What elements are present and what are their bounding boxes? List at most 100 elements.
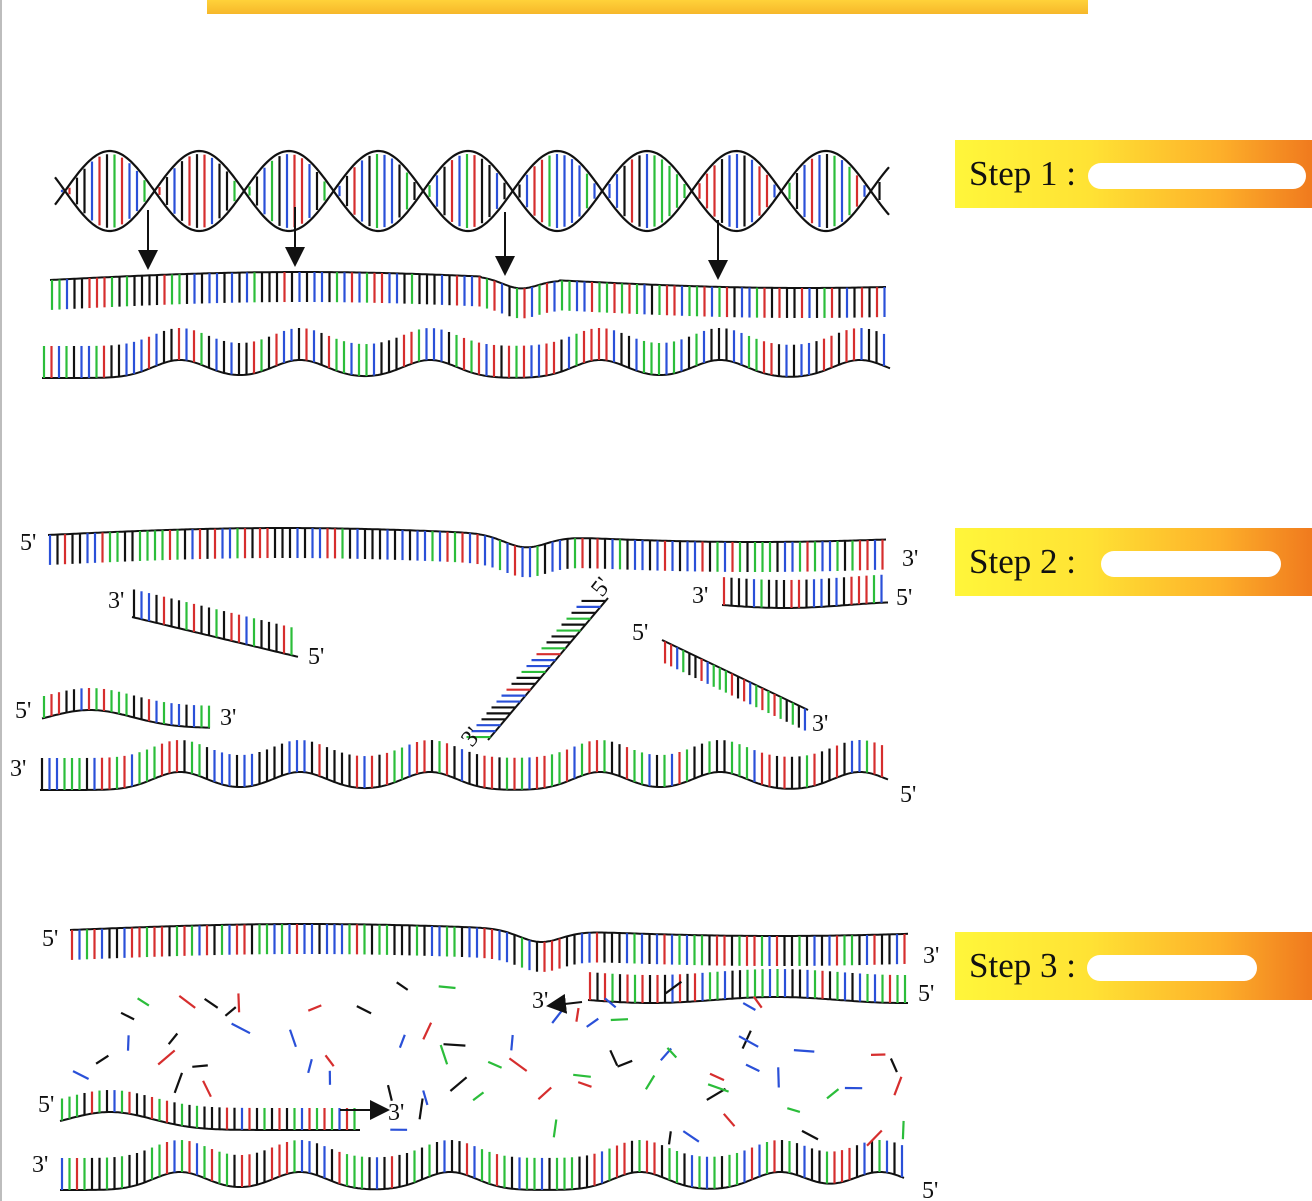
free-nucleotide xyxy=(126,1035,130,1051)
free-nucleotide xyxy=(307,1058,313,1074)
strand-end-label: 3' xyxy=(388,1100,404,1126)
backbone xyxy=(59,1111,360,1131)
backbone xyxy=(131,616,299,658)
backbone xyxy=(661,639,809,711)
helix-strand-a xyxy=(54,149,890,233)
strand-end-label: 5' xyxy=(308,644,324,670)
free-nucleotide xyxy=(742,1002,756,1011)
strand-end-label: 5' xyxy=(632,620,648,646)
strand-end-label: 3' xyxy=(220,705,236,731)
strand-end-label: 5' xyxy=(38,1092,54,1118)
free-nucleotide xyxy=(738,1035,759,1048)
free-nucleotide xyxy=(307,1004,322,1012)
step2-template-bottom xyxy=(40,740,889,791)
free-nucleotide xyxy=(487,1060,503,1069)
strand-end-label: 3' xyxy=(456,723,487,752)
backbone xyxy=(721,601,888,609)
step-2-text: Step 2 : xyxy=(969,542,1076,581)
free-nucleotide xyxy=(443,1043,466,1047)
strand-end-label: 5' xyxy=(918,981,934,1007)
free-nucleotide xyxy=(120,1011,135,1021)
backbone xyxy=(69,923,909,943)
free-nucleotide xyxy=(202,1080,212,1098)
free-nucleotide xyxy=(508,1057,528,1072)
free-nucleotide xyxy=(826,1088,840,1100)
free-nucleotide xyxy=(610,1018,629,1022)
free-nucleotide xyxy=(552,1119,558,1138)
free-nucleotide xyxy=(551,1005,567,1024)
step2-primer-annealed-left xyxy=(41,688,211,729)
free-nucleotide xyxy=(418,1098,424,1120)
free-nucleotide xyxy=(709,1072,725,1082)
strand-end-label: 5' xyxy=(922,1178,938,1201)
strand-end-label: 3' xyxy=(812,711,828,737)
free-nucleotide xyxy=(666,1047,678,1059)
arrows xyxy=(138,207,728,1120)
free-nucleotide xyxy=(609,1049,619,1067)
step-3-label: Step 3 : xyxy=(955,932,1312,1000)
step-1-redaction xyxy=(1088,163,1306,189)
dna-strands xyxy=(40,271,909,1191)
strand-end-label: 3' xyxy=(532,988,548,1014)
step3-template-top xyxy=(69,923,909,972)
free-nucleotide xyxy=(324,1054,335,1067)
free-nucleotide xyxy=(237,993,241,1013)
extension-arrow-right xyxy=(546,993,583,1014)
step2-template-top xyxy=(47,527,887,578)
free-nucleotide xyxy=(537,1086,552,1101)
free-nucleotide xyxy=(288,1029,297,1048)
free-nucleotide xyxy=(167,1032,179,1045)
step2-diagonal-primer-2 xyxy=(661,639,809,731)
free-nucleotide xyxy=(707,1083,729,1093)
free-nucleotide xyxy=(438,985,456,990)
step-2-label: Step 2 : xyxy=(955,528,1312,596)
step3-extending-strand-right xyxy=(587,969,908,1004)
free-nucleotide xyxy=(644,1074,656,1090)
step2-diagonal-primer-1 xyxy=(466,597,609,741)
free-nucleotide xyxy=(398,1034,406,1049)
double-helix xyxy=(54,149,890,233)
free-nucleotide xyxy=(604,997,617,1009)
free-nucleotide xyxy=(893,1076,903,1096)
strand-end-label: 3' xyxy=(923,943,939,969)
free-nucleotide xyxy=(137,997,150,1007)
step3-extending-strand-left xyxy=(59,1090,360,1131)
backbone xyxy=(47,527,887,549)
step-1-text: Step 1 : xyxy=(969,154,1076,193)
free-nucleotide xyxy=(224,1006,237,1017)
free-nucleotide xyxy=(231,1022,251,1035)
strand-end-label: 5' xyxy=(42,926,58,952)
strand-end-label: 3' xyxy=(32,1152,48,1178)
step3-template-bottom xyxy=(60,1139,905,1191)
free-nucleotide xyxy=(178,995,196,1009)
free-nucleotide xyxy=(793,1049,815,1053)
backbone xyxy=(40,771,889,791)
free-nucleotide xyxy=(439,1044,449,1065)
backbone xyxy=(49,271,886,290)
free-nucleotide xyxy=(577,1081,592,1088)
free-nucleotide xyxy=(573,1073,591,1078)
free-nucleotide xyxy=(889,1058,898,1073)
free-nucleotide xyxy=(667,1131,672,1145)
strand-end-label: 3' xyxy=(902,546,918,572)
title-bar xyxy=(207,0,1088,14)
free-nucleotide xyxy=(752,996,763,1009)
free-nucleotide xyxy=(786,1107,801,1113)
free-nucleotide xyxy=(586,1017,599,1028)
free-nucleotide xyxy=(510,1034,514,1051)
step1-separated-strand-bottom xyxy=(42,328,891,379)
left-border-rule xyxy=(0,0,2,1201)
free-nucleotide xyxy=(901,1120,905,1140)
step-3-redaction xyxy=(1087,955,1257,981)
free-nucleotides xyxy=(72,980,905,1147)
free-nucleotide xyxy=(801,1129,819,1141)
free-nucleotide xyxy=(157,1049,176,1066)
step-2-redaction xyxy=(1101,551,1281,577)
step-3-text: Step 3 : xyxy=(969,946,1076,985)
backbone xyxy=(42,359,891,379)
step1-separated-strand-top xyxy=(49,271,886,319)
strand-end-label: 5' xyxy=(15,698,31,724)
step2-free-primer-1 xyxy=(131,589,299,658)
free-nucleotide xyxy=(173,1072,184,1094)
step-1-label: Step 1 : xyxy=(955,140,1312,208)
